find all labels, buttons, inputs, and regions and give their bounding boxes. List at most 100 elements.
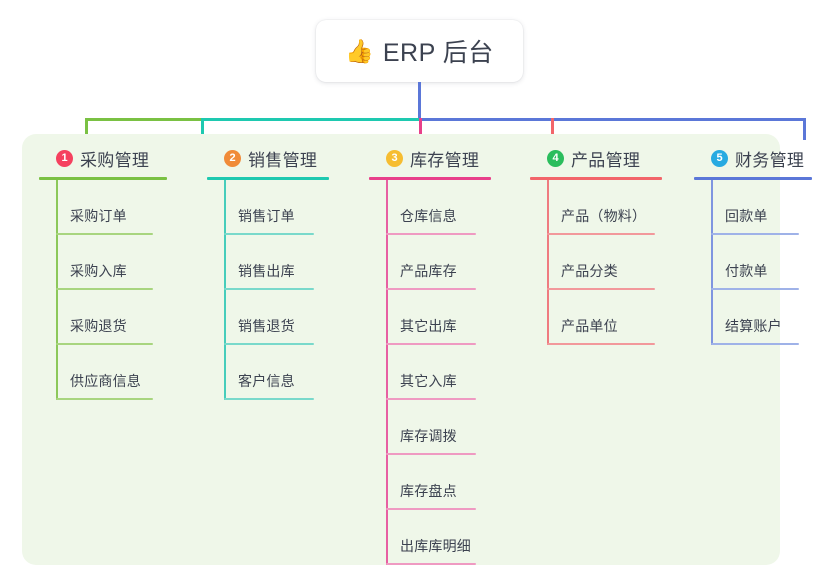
- module-item[interactable]: 产品分类: [530, 235, 670, 290]
- module-item-rule: [386, 288, 476, 290]
- module-item-rule: [711, 343, 799, 345]
- module-item[interactable]: 仓库信息: [369, 180, 499, 235]
- module-badge-3: 3: [386, 149, 403, 167]
- module-item-rule: [547, 233, 655, 235]
- module-column-2: 2 销售管理销售订单销售出库销售退货客户信息: [207, 144, 337, 400]
- module-item[interactable]: 产品（物料）: [530, 180, 670, 235]
- module-item-label: 仓库信息: [400, 208, 457, 224]
- connector-drop-product: [551, 118, 554, 140]
- module-spine-1: [56, 180, 58, 400]
- module-item-label: 库存盘点: [400, 483, 457, 499]
- module-item-label: 库存调拨: [400, 428, 457, 444]
- connector-drop-sales: [201, 118, 204, 140]
- thumbs-up-icon: 👍: [345, 37, 374, 64]
- module-items-1: 采购订单采购入库采购退货供应商信息: [39, 180, 174, 400]
- connector-bus-teal: [201, 118, 419, 121]
- module-item[interactable]: 结算账户: [694, 290, 819, 345]
- module-item[interactable]: 销售退货: [207, 290, 337, 345]
- module-item[interactable]: 产品库存: [369, 235, 499, 290]
- module-item-label: 其它入库: [400, 373, 457, 389]
- module-item[interactable]: 采购订单: [39, 180, 174, 235]
- root-node-card[interactable]: 👍 ERP 后台: [316, 20, 523, 82]
- module-title-3: 库存管理: [410, 150, 480, 170]
- module-item[interactable]: 付款单: [694, 235, 819, 290]
- module-item-rule: [224, 288, 314, 290]
- module-item[interactable]: 销售订单: [207, 180, 337, 235]
- module-item[interactable]: 库存盘点: [369, 455, 499, 510]
- module-header-rule-5: [694, 177, 812, 180]
- module-item-rule: [56, 288, 153, 290]
- connector-bus-blue: [419, 118, 806, 121]
- module-item-label: 销售出库: [238, 263, 295, 279]
- module-item-label: 采购退货: [70, 318, 127, 334]
- module-item[interactable]: 库存调拨: [369, 400, 499, 455]
- module-item-rule: [547, 288, 655, 290]
- connector-trunk: [418, 82, 421, 120]
- module-item[interactable]: 供应商信息: [39, 345, 174, 400]
- module-item-rule: [386, 343, 476, 345]
- module-item[interactable]: 回款单: [694, 180, 819, 235]
- module-item-label: 产品库存: [400, 263, 457, 279]
- connector-drop-purchase: [85, 118, 88, 140]
- module-item-rule: [547, 343, 655, 345]
- module-item-label: 产品分类: [561, 263, 618, 279]
- module-header-2[interactable]: 2 销售管理: [207, 144, 337, 172]
- module-header-rule-1: [39, 177, 167, 180]
- module-item-label: 销售订单: [238, 208, 295, 224]
- module-items-2: 销售订单销售出库销售退货客户信息: [207, 180, 337, 400]
- module-item-rule: [224, 233, 314, 235]
- module-header-3[interactable]: 3 库存管理: [369, 144, 499, 172]
- module-item-rule: [224, 398, 314, 400]
- module-item-rule: [386, 233, 476, 235]
- module-item[interactable]: 销售出库: [207, 235, 337, 290]
- module-item-label: 付款单: [725, 263, 768, 279]
- module-item-rule: [56, 233, 153, 235]
- module-item-label: 产品（物料）: [561, 208, 647, 224]
- module-item[interactable]: 其它入库: [369, 345, 499, 400]
- module-item-rule: [386, 563, 476, 565]
- module-item-label: 出库库明细: [400, 538, 471, 554]
- module-title-2: 销售管理: [248, 150, 318, 170]
- module-item-label: 回款单: [725, 208, 768, 224]
- module-item-label: 客户信息: [238, 373, 295, 389]
- module-spine-5: [711, 180, 713, 345]
- connector-drop-finance: [803, 118, 806, 140]
- module-item[interactable]: 其它出库: [369, 290, 499, 345]
- module-item-rule: [56, 343, 153, 345]
- module-title-5: 财务管理: [735, 150, 805, 170]
- module-title-1: 采购管理: [80, 150, 150, 170]
- module-item-rule: [711, 288, 799, 290]
- module-item-rule: [386, 508, 476, 510]
- module-header-rule-2: [207, 177, 329, 180]
- module-item[interactable]: 采购入库: [39, 235, 174, 290]
- module-header-rule-4: [530, 177, 662, 180]
- root-node-title: ERP 后台: [382, 39, 494, 67]
- module-items-4: 产品（物料） 产品分类产品单位: [530, 180, 670, 345]
- module-item-rule: [386, 453, 476, 455]
- module-item-label: 销售退货: [238, 318, 295, 334]
- module-item-rule: [224, 343, 314, 345]
- module-item[interactable]: 采购退货: [39, 290, 174, 345]
- module-item-label: 结算账户: [725, 318, 782, 334]
- module-badge-2: 2: [224, 149, 241, 167]
- module-item[interactable]: 客户信息: [207, 345, 337, 400]
- module-item-label: 采购订单: [70, 208, 127, 224]
- module-item[interactable]: 出库库明细: [369, 510, 499, 565]
- connector-drop-inventory: [419, 118, 422, 140]
- module-item-rule: [711, 233, 799, 235]
- module-item-label: 其它出库: [400, 318, 457, 334]
- module-item-label: 供应商信息: [70, 373, 141, 389]
- module-spine-2: [224, 180, 226, 400]
- module-item[interactable]: 产品单位: [530, 290, 670, 345]
- module-title-4: 产品管理: [571, 150, 641, 170]
- module-column-3: 3 库存管理仓库信息产品库存其它出库其它入库库存调拨库存盘点出库库明细: [369, 144, 499, 565]
- module-item-rule: [386, 398, 476, 400]
